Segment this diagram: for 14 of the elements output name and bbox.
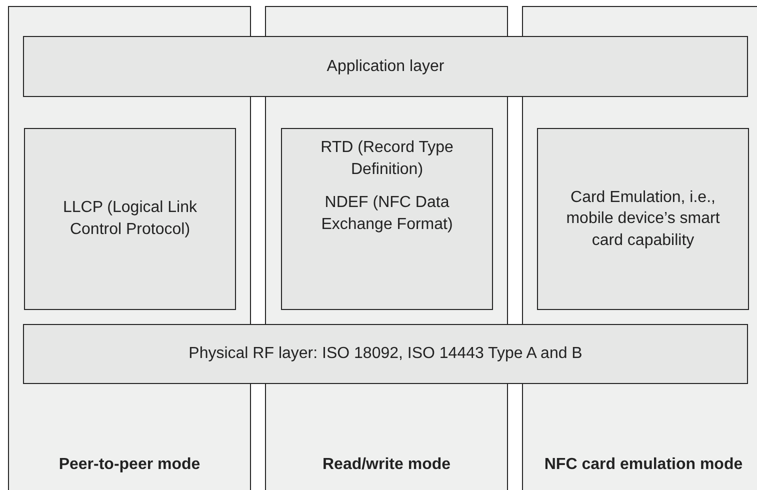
layer-box <box>23 36 748 97</box>
layer-label: RTD (Record Type Definition) <box>320 138 454 180</box>
mode-title: Peer-to-peer mode <box>58 455 200 476</box>
layer-label: LLCP (Logical Link Control Protocol) <box>62 198 198 240</box>
layer-label: NDEF (NFC Data Exchange Format) <box>320 193 454 235</box>
layer-label: Card Emulation, i.e., mobile device’s smart card capability <box>565 188 721 251</box>
mode-title: Read/write mode <box>322 455 451 476</box>
mode-title: NFC card emulation mode <box>544 455 743 476</box>
protocol-box <box>281 128 493 310</box>
layer-label: Physical RF layer: ISO 18092, ISO 14443 Type A and B <box>188 344 582 364</box>
layer-box <box>23 324 748 384</box>
protocol-box <box>24 128 236 310</box>
layer-label: Application layer <box>326 56 444 77</box>
protocol-box <box>537 128 749 310</box>
